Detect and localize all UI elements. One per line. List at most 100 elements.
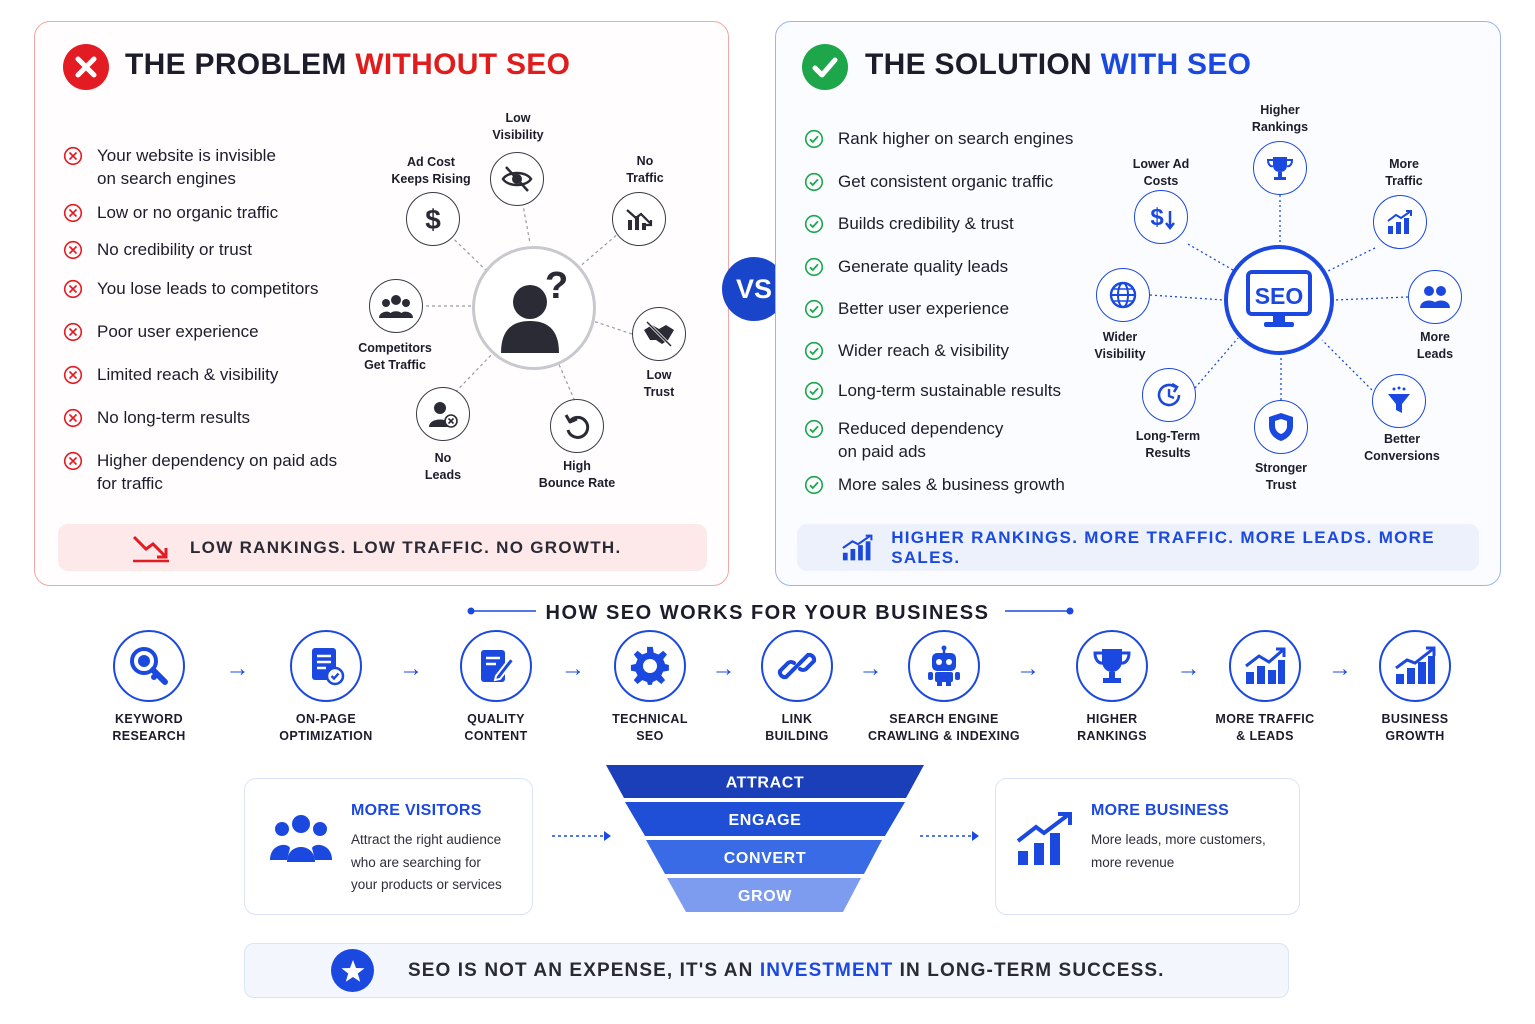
competitors-icon xyxy=(369,279,423,333)
svg-text:$: $ xyxy=(1150,204,1164,231)
check-mark-icon xyxy=(804,341,824,361)
process-step-label: LINK BUILDING xyxy=(765,712,829,743)
trophy-icon xyxy=(1076,630,1148,702)
robot-icon xyxy=(908,630,980,702)
node-label-competitors: Competitors Get Traffic xyxy=(358,341,432,372)
problem-list-text: Higher dependency on paid ads for traffi… xyxy=(97,451,338,493)
clock-refresh-icon xyxy=(1142,368,1196,422)
more-visitors-body: Attract the right audience who are searc… xyxy=(351,832,502,892)
check-mark-icon xyxy=(804,214,824,234)
step-arrow-icon: → xyxy=(399,655,423,682)
solution-title: THE SOLUTION WITH SEO xyxy=(865,48,1252,81)
broken-handshake-icon xyxy=(632,307,686,361)
more-visitors-title: MORE VISITORS xyxy=(351,802,482,819)
node-label-no-leads: No Leads xyxy=(424,451,462,482)
step-arrow-icon: → xyxy=(225,655,250,682)
globe-icon xyxy=(1096,268,1150,322)
star-icon xyxy=(331,949,374,992)
solution-list-text: Builds credibility & trust xyxy=(838,214,1014,233)
node-label-ad-cost: Ad Cost Keeps Rising xyxy=(391,155,471,186)
chart-down-icon xyxy=(612,192,666,246)
solution-list-text: Wider reach & visibility xyxy=(838,341,1009,360)
check-mark-icon xyxy=(804,257,824,277)
process-step-label: BUSINESS GROWTH xyxy=(1381,712,1449,743)
solution-list-text: Get consistent organic traffic xyxy=(838,172,1054,191)
funnel-stage xyxy=(606,765,924,798)
funnel-stage xyxy=(625,802,905,836)
trophy-icon xyxy=(1253,141,1307,195)
solution-list-text: Rank higher on search engines xyxy=(838,129,1074,148)
x-mark-icon xyxy=(63,146,83,166)
solution-list-text: Reduced dependency on paid ads xyxy=(838,419,1004,461)
growth-chart-icon xyxy=(842,534,873,560)
bar-chart-up-icon xyxy=(1373,195,1427,249)
check-mark-icon xyxy=(804,381,824,401)
dollar-down-icon: $ xyxy=(1134,190,1188,244)
funnel-stage-label: CONVERT xyxy=(724,850,806,867)
process-step-label: KEYWORD RESEARCH xyxy=(112,712,186,743)
funnel-stage xyxy=(646,840,882,874)
undo-icon xyxy=(550,399,604,453)
problem-title: THE PROBLEM WITHOUT SEO xyxy=(125,48,571,81)
problem-list-text: You lose leads to competitors xyxy=(97,279,319,298)
svg-text:?: ? xyxy=(545,265,568,307)
step-arrow-icon: → xyxy=(711,655,736,682)
solution-banner-text: HIGHER RANKINGS. MORE TRAFFIC. MORE LEAD… xyxy=(891,527,1435,567)
process-step-label: MORE TRAFFIC & LEADS xyxy=(1215,712,1315,743)
node-label-better-conversions: Better Conversions xyxy=(1364,432,1440,463)
x-mark-icon xyxy=(63,365,83,385)
users-icon xyxy=(1408,270,1462,324)
keyword-search-icon xyxy=(113,630,185,702)
check-mark-icon xyxy=(804,129,824,149)
gear-icon xyxy=(614,630,686,702)
node-label-stronger-trust: Stronger Trust xyxy=(1254,461,1308,492)
node-label-more-leads: More Leads xyxy=(1416,330,1454,361)
node-label-more-traffic: More Traffic xyxy=(1385,157,1423,188)
problem-list-text: Poor user experience xyxy=(97,322,259,341)
step-arrow-icon: → xyxy=(1328,655,1352,682)
solution-banner: HIGHER RANKINGS. MORE TRAFFIC. MORE LEAD… xyxy=(797,524,1479,571)
confused-user-icon: ? xyxy=(472,246,596,370)
problem-panel: THE PROBLEM WITHOUT SEO Your website is … xyxy=(34,21,729,586)
trend-down-icon xyxy=(132,535,169,562)
problem-list-text: No long-term results xyxy=(97,408,251,427)
solution-list-text: Better user experience xyxy=(838,299,1010,318)
funnel-icon xyxy=(1372,374,1426,428)
how-title: HOW SEO WORKS FOR YOUR BUSINESS xyxy=(545,602,990,624)
growth-chart-icon xyxy=(1379,630,1451,702)
step-arrow-icon: → xyxy=(1176,655,1201,682)
shield-icon xyxy=(1254,400,1308,454)
node-label-higher-rankings: Higher Rankings xyxy=(1251,103,1309,134)
solution-panel: THE SOLUTION WITH SEO Rank higher on sea… xyxy=(775,21,1501,586)
node-label-wider-visibility: Wider Visibility xyxy=(1094,330,1146,361)
problem-list-text: Low or no organic traffic xyxy=(97,203,279,222)
process-step-label: QUALITY CONTENT xyxy=(464,712,528,743)
process-step-label: TECHNICAL SEO xyxy=(612,712,688,743)
check-mark-icon xyxy=(804,299,824,319)
x-mark-icon xyxy=(63,408,83,428)
more-business-body: More leads, more customers, more revenue xyxy=(1091,832,1266,870)
problem-banner: LOW RANKINGS. LOW TRAFFIC. NO GROWTH. xyxy=(58,524,707,571)
check-mark-icon xyxy=(804,419,824,439)
investment-banner: SEO IS NOT AN EXPENSE, IT'S AN INVESTMEN… xyxy=(244,943,1289,998)
process-step-label: HIGHER RANKINGS xyxy=(1077,712,1147,743)
more-business-card: MORE BUSINESS More leads, more customers… xyxy=(995,778,1300,915)
x-mark-icon xyxy=(63,451,83,471)
problem-list-text: No credibility or trust xyxy=(97,240,252,259)
more-business-title: MORE BUSINESS xyxy=(1091,802,1230,819)
step-arrow-icon: → xyxy=(561,655,585,682)
check-mark-icon xyxy=(804,475,824,495)
node-label-no-traffic: No Traffic xyxy=(626,154,664,185)
solution-network-lines xyxy=(1149,195,1409,400)
funnel-stage-label: GROW xyxy=(738,888,792,905)
on-page-document-icon xyxy=(290,630,362,702)
solution-list-text: Long-term sustainable results xyxy=(838,381,1062,400)
step-arrow-icon: → xyxy=(858,655,883,682)
x-mark-icon xyxy=(63,240,83,260)
funnel-stage xyxy=(667,878,861,912)
process-step-label: ON-PAGE OPTIMIZATION xyxy=(279,712,373,743)
node-label-high-bounce: High Bounce Rate xyxy=(538,459,616,490)
link-icon xyxy=(761,630,833,702)
